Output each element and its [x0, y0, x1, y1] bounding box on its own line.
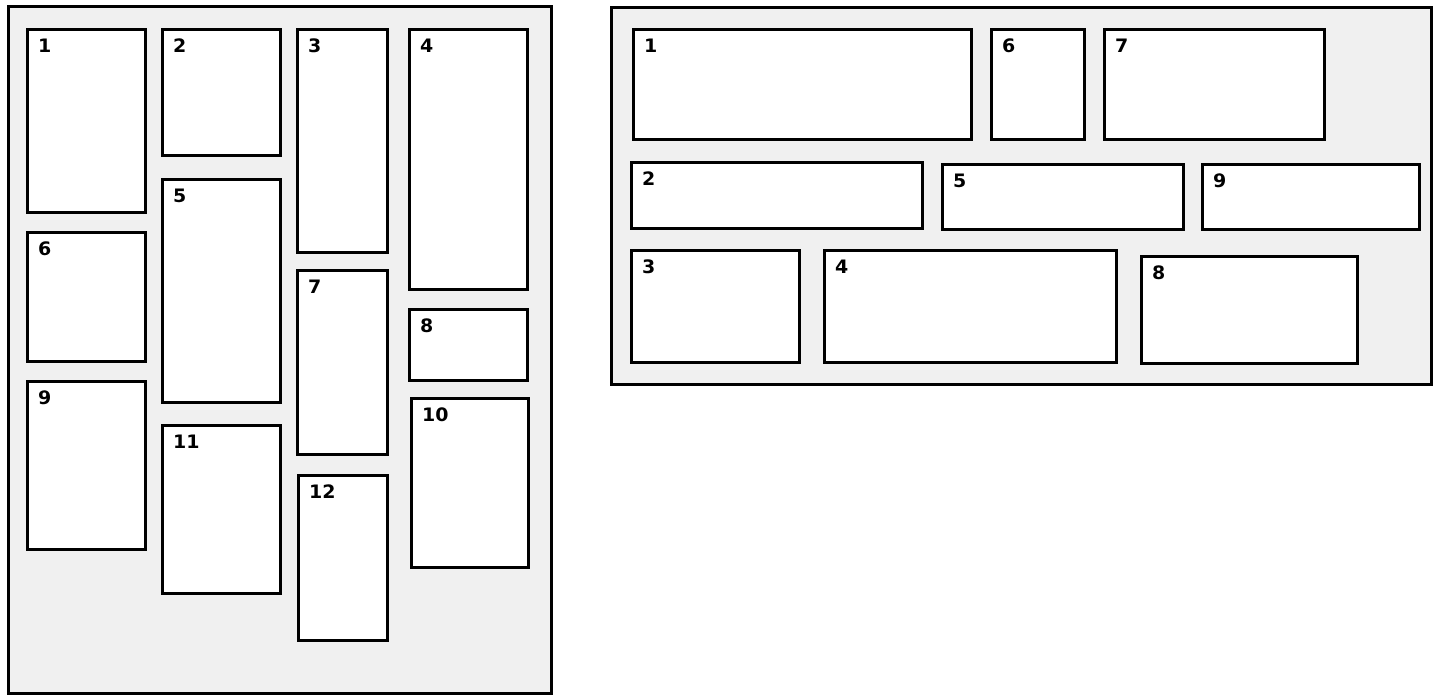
packed-box-label: 3 [642, 256, 656, 278]
packed-box-5[interactable]: 5 [161, 178, 282, 404]
packing-layout-right: 1 6 7 2 5 9 3 4 8 [610, 6, 1433, 386]
packed-box-label: 11 [173, 431, 200, 453]
packed-box-label: 8 [420, 315, 434, 337]
packed-box-label: 2 [173, 35, 187, 57]
packed-box-4[interactable]: 4 [823, 249, 1118, 364]
packed-box-5[interactable]: 5 [941, 163, 1185, 231]
packed-box-label: 4 [420, 35, 434, 57]
packed-box-label: 12 [309, 481, 336, 503]
packed-box-label: 5 [953, 170, 967, 192]
packed-box-label: 9 [1213, 170, 1227, 192]
packed-box-12[interactable]: 12 [297, 474, 389, 642]
packed-box-label: 10 [422, 404, 449, 426]
packed-box-label: 1 [644, 35, 658, 57]
packed-box-3[interactable]: 3 [296, 28, 389, 254]
packed-box-6[interactable]: 6 [990, 28, 1086, 141]
packed-box-2[interactable]: 2 [161, 28, 282, 157]
packed-box-11[interactable]: 11 [161, 424, 282, 595]
packed-box-label: 3 [308, 35, 322, 57]
packed-box-label: 9 [38, 387, 52, 409]
packed-box-label: 7 [308, 276, 322, 298]
packed-box-4[interactable]: 4 [408, 28, 529, 291]
packed-box-label: 8 [1152, 262, 1166, 284]
packed-box-6[interactable]: 6 [26, 231, 147, 363]
packed-box-10[interactable]: 10 [410, 397, 530, 569]
packed-box-8[interactable]: 8 [408, 308, 529, 382]
packed-box-label: 7 [1115, 35, 1129, 57]
packed-box-2[interactable]: 2 [630, 161, 924, 230]
packed-box-1[interactable]: 1 [632, 28, 973, 141]
packed-box-8[interactable]: 8 [1140, 255, 1359, 365]
packed-box-label: 1 [38, 35, 52, 57]
packed-box-7[interactable]: 7 [296, 269, 389, 456]
packed-box-1[interactable]: 1 [26, 28, 147, 214]
packed-box-label: 6 [38, 238, 52, 260]
packed-box-label: 6 [1002, 35, 1016, 57]
packed-box-label: 5 [173, 185, 187, 207]
packed-box-9[interactable]: 9 [26, 380, 147, 551]
packed-box-7[interactable]: 7 [1103, 28, 1326, 141]
packed-box-3[interactable]: 3 [630, 249, 801, 364]
packed-box-9[interactable]: 9 [1201, 163, 1421, 231]
packed-box-label: 4 [835, 256, 849, 278]
packed-box-label: 2 [642, 168, 656, 190]
